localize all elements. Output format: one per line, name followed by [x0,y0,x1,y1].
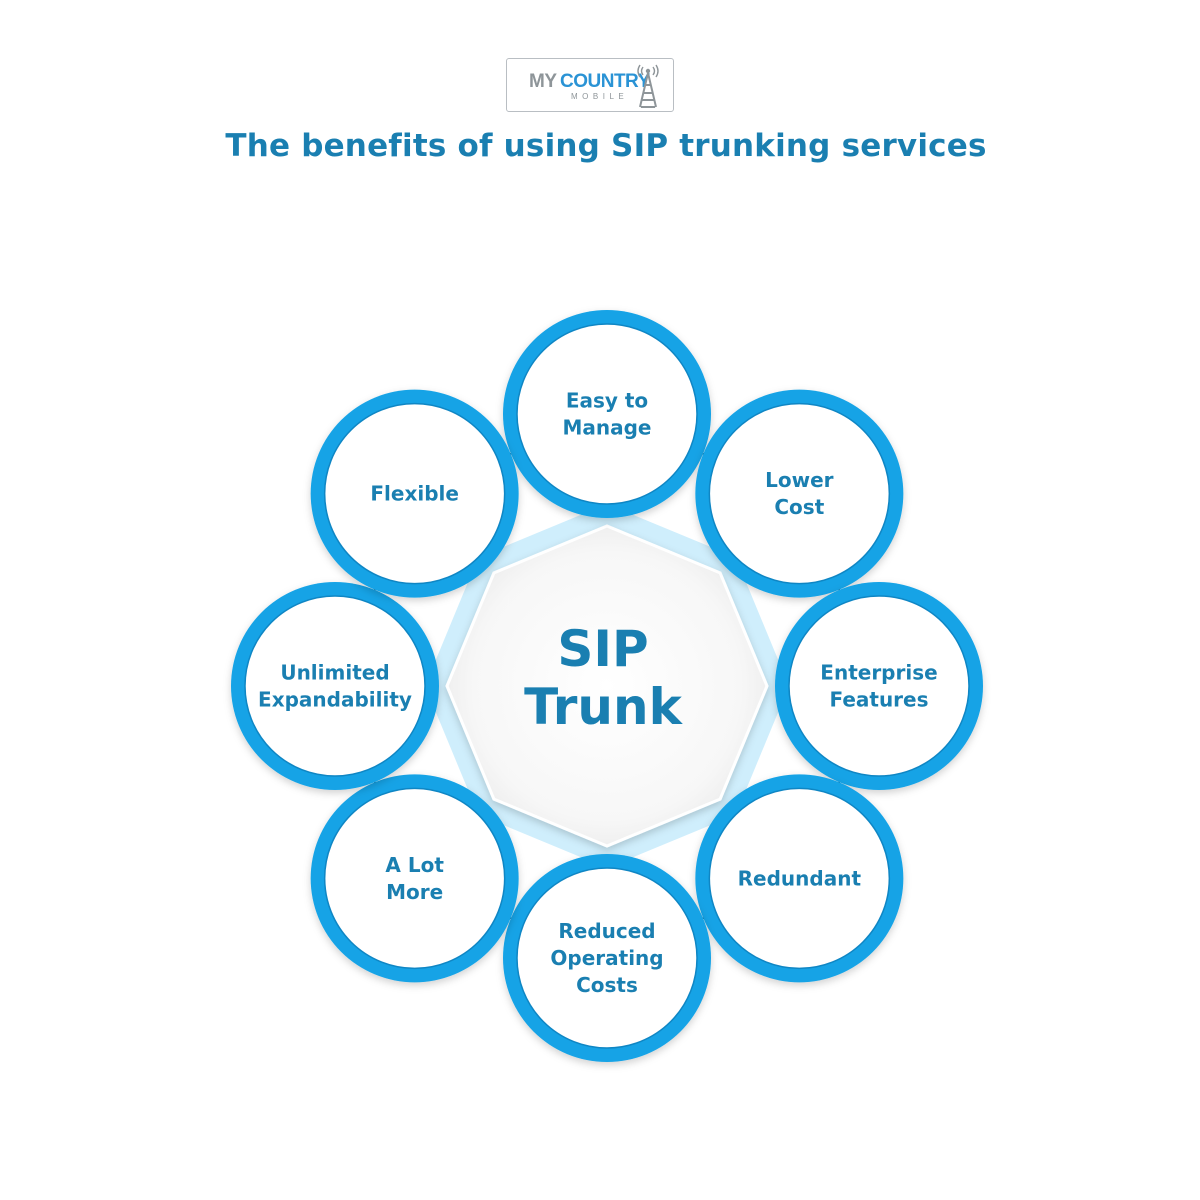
page-title: The benefits of using SIP trunking servi… [225,128,987,164]
benefit-label-line: Enterprise [820,661,937,685]
benefit-label-line: Redundant [738,866,862,890]
benefit-nodes: Easy toManageLowerCostEnterpriseFeatures… [231,310,983,1062]
company-logo: MY COUNTRY MOBILE [506,58,674,112]
logo-word-mobile: MOBILE [571,92,629,101]
benefit-circle-face [516,323,698,505]
benefit-label-line: Manage [562,416,651,440]
benefit-node-flexible: Flexible [310,389,519,598]
benefit-circle-face [323,787,506,970]
benefit-circle-face [323,402,506,585]
benefit-label-line: Features [829,688,928,712]
benefit-label-line: Unlimited [280,661,389,685]
benefit-label-line: A Lot [385,853,444,877]
logo-word-country: COUNTRY [560,71,650,92]
benefit-circle-face [708,787,891,970]
hub-inner-octagon [445,524,769,848]
benefit-label-line: Lower [765,468,834,492]
benefit-circle-face [516,867,698,1049]
logo-word-my: MY [529,71,557,92]
benefit-node-easy-to-manage: Easy to Manage [503,310,711,518]
benefit-circle-face [708,402,891,585]
benefit-label-line: Reduced [558,919,655,943]
benefit-circle-face [788,595,970,777]
benefit-circle-face [244,595,426,777]
antenna-tower-icon [637,64,659,108]
benefit-label-line: Cost [774,495,824,519]
benefit-label-line: Costs [576,973,638,997]
benefit-node-redundant: Redundant [695,774,904,983]
benefit-label-line: Operating [550,946,663,970]
benefit-label-line: Flexible [370,482,459,506]
benefit-label-line: Easy to [566,389,648,413]
benefit-label-line: Expandability [258,688,412,712]
center-label-line: SIP [557,620,648,678]
center-label-line: Trunk [524,678,683,736]
benefit-label-line: More [386,880,443,904]
